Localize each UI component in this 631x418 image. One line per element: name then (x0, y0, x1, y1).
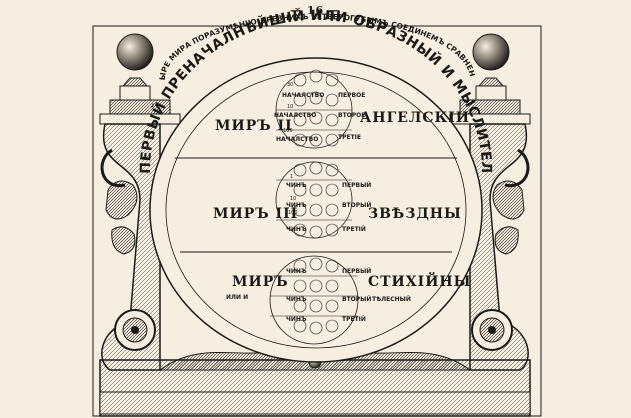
world-4-row-1-right: ПЕРВЫЙ (342, 268, 372, 275)
left-sphere (116, 33, 154, 101)
world-2-row-1-right: ПЕРВОЕ (338, 92, 366, 99)
left-pillar (99, 99, 181, 371)
world-4-right-sub: ТѢЛЕСНЫЙ (372, 296, 411, 303)
right-sphere (472, 33, 510, 101)
world-2-row-2-right: ВТОРОЕ (338, 112, 366, 119)
world-2-row-1-left: НАЧАЛСТВО (282, 92, 325, 99)
world-2-number-1: 10 (287, 104, 294, 110)
world-3-row-2-right: ВТОРЫЙ (342, 202, 372, 209)
world-4-row-3-left: ЧИНЪ (286, 316, 307, 323)
world-3-row-2-left: ЧИНЪ (286, 202, 307, 209)
world-3-number-1: 1 (290, 174, 294, 180)
world-oval (149, 57, 483, 363)
world-3-number-3: 100 (288, 210, 298, 216)
world-3-row-3-left: ЧИНЪ (286, 226, 307, 233)
world-3-row-1-right: ПЕРВЫЙ (342, 182, 372, 189)
world-4-left-sub: ИЛИ И (226, 294, 249, 301)
world-2-right-label: АНГЕЛСКІИ (360, 110, 471, 126)
world-3-left-label: МИРЪ III (213, 206, 299, 222)
world-3-number-2: 10 (290, 196, 297, 202)
right-pillar (449, 99, 531, 371)
world-3-row-1-left: ЧИНЪ (286, 182, 307, 189)
world-4-row-1-left: ЧИНЪ (286, 268, 307, 275)
world-2-row-2-left: НАЧАЛСТВО (274, 112, 317, 119)
central-circles (269, 69, 359, 345)
page-number: — 16 — (290, 4, 341, 17)
world-2-number-3: 100 (283, 128, 293, 134)
world-3-row-3-right: ТРЕТІЙ (342, 226, 366, 233)
world-4-left-label: МИРЪ (232, 274, 289, 290)
world-4-row-2-left: ЧИНЪ (286, 296, 307, 303)
world-2-left-label: МИРЪ II (215, 118, 293, 134)
world-4-right-label: СТИХІЙНЫ (368, 274, 472, 290)
world-2-row-3-right: ТРЕТІЕ (338, 134, 362, 141)
world-4-row-3-right: ТРЕТІЙ (342, 316, 366, 323)
world-2-number-2: 30 (287, 82, 294, 88)
world-4-row-2-right: ВТОРЫЙ (342, 296, 372, 303)
world-3-right-label: ЗВѢЗДНЫ (368, 206, 462, 222)
world-2-row-3-left: НАЧАЛСТВО (276, 136, 319, 143)
